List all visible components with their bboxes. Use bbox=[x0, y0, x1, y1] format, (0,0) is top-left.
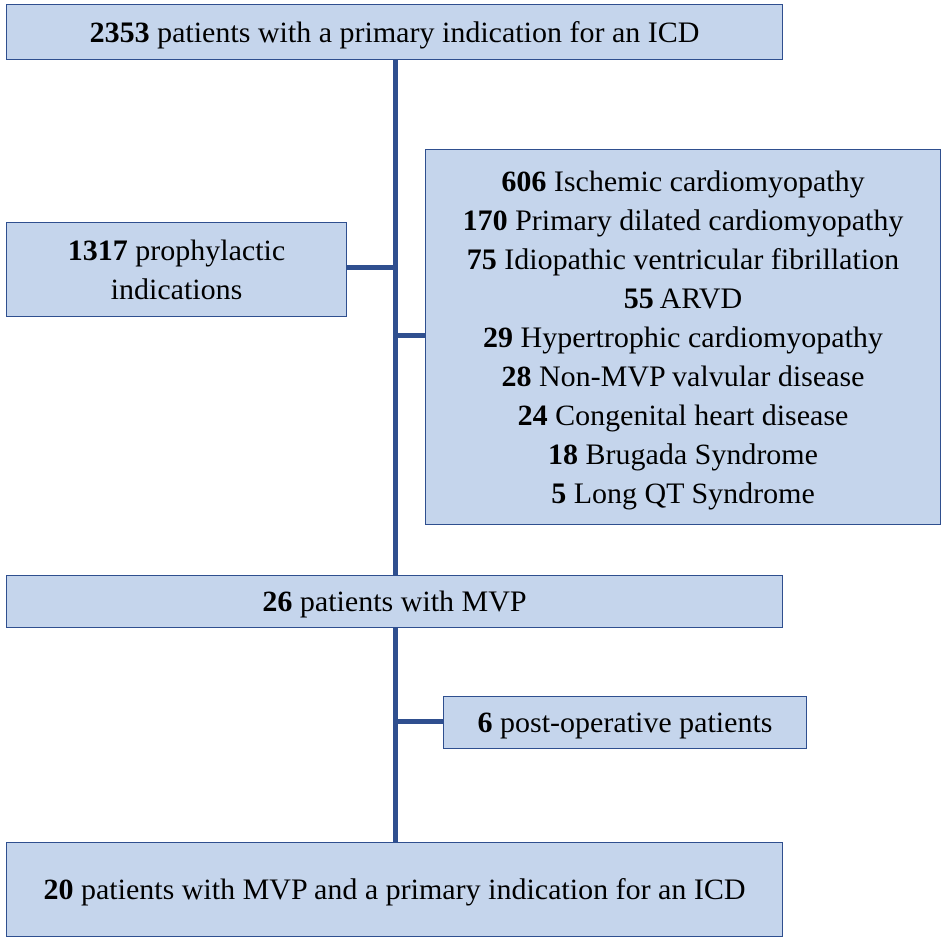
prophylactic-indications-label: 1317 prophylactic indications bbox=[67, 233, 286, 306]
cause-item: 18 Brugada Syndrome bbox=[463, 435, 904, 474]
cause-item: 606 Ischemic cardiomyopathy bbox=[463, 162, 904, 201]
cause-count: 55 bbox=[623, 281, 654, 315]
branch-connector-postop bbox=[395, 719, 445, 724]
cause-item: 5 Long QT Syndrome bbox=[463, 474, 904, 513]
mvp-patients-label: 26 patients with MVP bbox=[262, 585, 527, 618]
total-patients-label: 2353 patients with a primary indication … bbox=[89, 15, 700, 49]
cause-label: Brugada Syndrome bbox=[578, 437, 818, 471]
cause-label: Idiopathic ventricular fibrillation bbox=[496, 242, 900, 276]
prophylactic-indications-box: 1317 prophylactic indications bbox=[6, 222, 347, 317]
cause-count: 18 bbox=[548, 437, 578, 471]
cause-count: 5 bbox=[551, 476, 567, 510]
cause-label: Congenital heart disease bbox=[547, 398, 849, 432]
main-vertical-connector-top bbox=[393, 58, 398, 576]
cause-count: 75 bbox=[466, 242, 497, 276]
cause-item: 170 Primary dilated cardiomyopathy bbox=[463, 201, 904, 240]
cause-count: 24 bbox=[517, 398, 548, 432]
postop-patients-label: 6 post-operative patients bbox=[477, 706, 773, 739]
cause-item: 24 Congenital heart disease bbox=[463, 396, 904, 435]
cause-count: 28 bbox=[501, 359, 532, 393]
cause-item: 55 ARVD bbox=[463, 279, 904, 318]
cause-count: 606 bbox=[501, 164, 547, 198]
cause-label: Primary dilated cardiomyopathy bbox=[507, 203, 904, 237]
cause-item: 28 Non-MVP valvular disease bbox=[463, 357, 904, 396]
cause-label: Hypertrophic cardiomyopathy bbox=[513, 320, 883, 354]
mvp-patients-box: 26 patients with MVP bbox=[6, 575, 783, 628]
postop-patients-box: 6 post-operative patients bbox=[443, 696, 807, 749]
cause-count: 29 bbox=[483, 320, 514, 354]
total-patients-box: 2353 patients with a primary indication … bbox=[6, 4, 783, 60]
branch-connector-causes bbox=[395, 333, 426, 338]
cause-label: Ischemic cardiomyopathy bbox=[546, 164, 865, 198]
final-patients-label: 20 patients with MVP and a primary indic… bbox=[43, 873, 746, 906]
cause-label: Non-MVP valvular disease bbox=[531, 359, 865, 393]
branch-connector-prophylactic bbox=[346, 265, 396, 270]
main-vertical-connector-bottom bbox=[393, 626, 398, 844]
cause-label: ARVD bbox=[653, 281, 743, 315]
cause-count: 170 bbox=[462, 203, 508, 237]
cause-label: Long QT Syndrome bbox=[566, 476, 815, 510]
final-patients-box: 20 patients with MVP and a primary indic… bbox=[6, 842, 783, 937]
cause-item: 75 Idiopathic ventricular fibrillation bbox=[463, 240, 904, 279]
cause-item: 29 Hypertrophic cardiomyopathy bbox=[463, 318, 904, 357]
